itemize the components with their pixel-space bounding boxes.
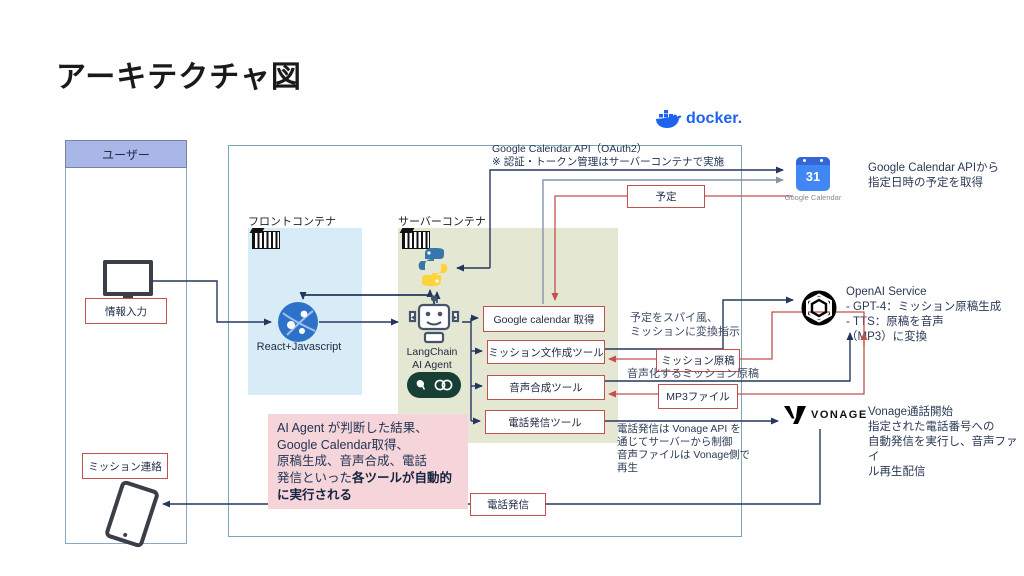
globe-icon <box>277 301 319 348</box>
front-container-label: フロントコンテナ <box>248 216 336 228</box>
server-container-label: サーバーコンテナ <box>398 216 486 228</box>
vonage-note: Vonage通話開始 指定された電話番号への 自動発信を実行し、音声ファイ ル再… <box>868 406 1018 478</box>
mission-contact-label: ミッション連絡 <box>82 453 168 479</box>
voice-annotation: 音声化するミッション原稿 <box>627 368 759 380</box>
spy-annotation: 予定をスパイ風、 ミッションに変換指示 <box>630 312 740 339</box>
tool-phone-call: 電話発信ツール <box>485 410 605 434</box>
react-label: React+Javascript <box>256 341 342 353</box>
openai-icon <box>798 287 840 334</box>
smartphone-icon <box>103 479 161 549</box>
google-calendar-caption: Google Calendar <box>784 193 842 202</box>
tool-mission-writer: ミッション文作成ツール <box>487 340 605 364</box>
tool-tts: 音声合成ツール <box>487 375 605 400</box>
agent-note: AI Agent が判断した結果、 Google Calendar取得、 原稿生… <box>268 414 468 510</box>
api-note: Google Calendar API（OAuth2） ※ 認証・トークン管理は… <box>492 143 762 169</box>
vonage-icon: VONAGE <box>784 406 868 424</box>
mp3-data-label: MP3ファイル <box>658 384 738 409</box>
docker-wordmark: docker. <box>686 110 743 127</box>
api-note-line2: ※ 認証・トークン管理はサーバーコンテナで実施 <box>492 156 725 169</box>
robot-icon <box>404 295 464 352</box>
openai-note: OpenAI Service - GPT-4：ミッション原稿生成 - TTS：原… <box>846 286 1002 343</box>
google-calendar-icon: 31 <box>796 157 830 191</box>
container-icon <box>252 231 280 249</box>
google-calendar-icon-top <box>796 157 830 165</box>
vonage-v-icon <box>784 406 806 424</box>
container-icon <box>402 231 430 249</box>
monitor-screen <box>103 260 153 296</box>
tool-google-calendar: Google calendar 取得 <box>483 306 605 332</box>
vonage-wordmark: VONAGE <box>811 409 868 421</box>
info-input-label: 情報入力 <box>85 298 167 324</box>
call-data-label: 電話発信 <box>470 493 546 516</box>
page-title: アーキテクチャ図 <box>56 61 302 94</box>
api-note-line1: Google Calendar API（OAuth2） <box>492 143 648 155</box>
phone-annotation: 電話発信は Vonage API を 通じてサーバーから制御 音声ファイルは V… <box>617 423 751 475</box>
gcal-note: Google Calendar APIから 指定日時の予定を取得 <box>868 162 1000 189</box>
docker-whale-icon <box>655 110 682 128</box>
docker-logo: docker. <box>654 108 742 130</box>
python-icon <box>415 247 451 292</box>
schedule-data-label: 予定 <box>627 185 705 208</box>
smartphone-body <box>103 479 161 549</box>
user-panel-header: ユーザー <box>65 140 187 168</box>
langchain-icon <box>407 372 461 398</box>
agent-label: LangChain AI Agent <box>406 346 458 371</box>
google-calendar-day: 31 <box>805 169 821 184</box>
